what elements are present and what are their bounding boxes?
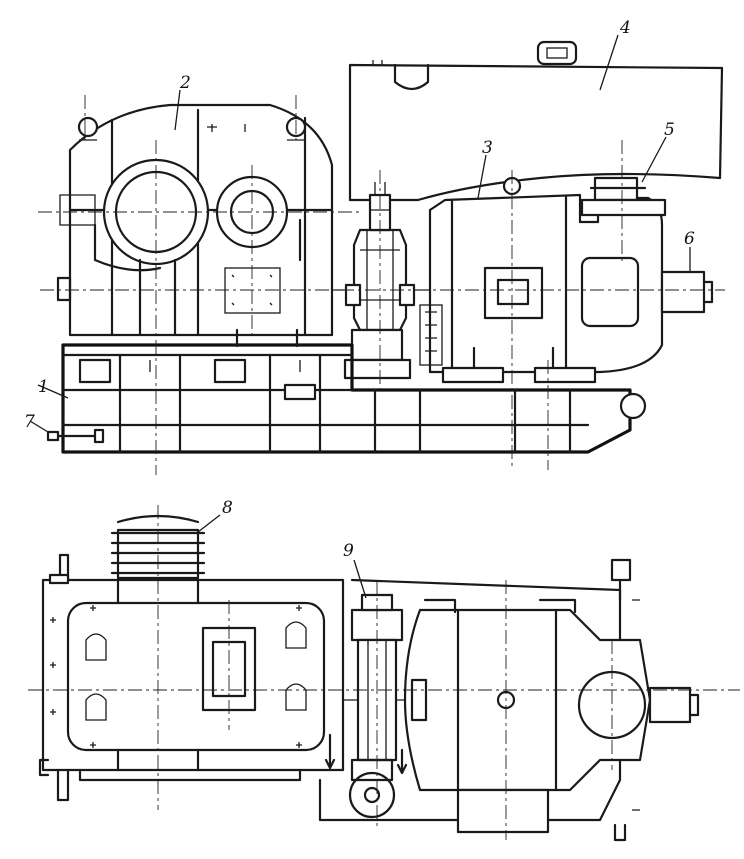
callout-7: 7 — [24, 412, 35, 432]
motor-plan — [318, 558, 700, 842]
plan-leaders — [197, 514, 367, 599]
elevation-view — [29, 34, 725, 475]
coupling-brake — [332, 182, 430, 380]
callout-labels: 1 2 3 4 5 6 7 8 9 — [24, 18, 695, 561]
callout-5: 5 — [664, 120, 675, 140]
gearbox-2 — [56, 103, 334, 337]
cover-4 — [348, 40, 724, 202]
callout-3: 3 — [482, 138, 493, 158]
callout-4: 4 — [619, 18, 631, 38]
plan-center-lines — [28, 505, 740, 840]
elevation-leaders — [29, 34, 691, 433]
callout-9: 9 — [343, 541, 354, 561]
callout-6: 6 — [684, 229, 695, 249]
gearbox-plan — [38, 573, 345, 802]
plan-view — [28, 505, 740, 842]
base-frame-1 — [46, 328, 647, 454]
callout-8: 8 — [222, 498, 233, 518]
elevation-center-lines — [38, 95, 725, 475]
callout-2: 2 — [179, 73, 191, 93]
motor-3 — [419, 176, 714, 384]
callout-1: 1 — [38, 377, 49, 397]
